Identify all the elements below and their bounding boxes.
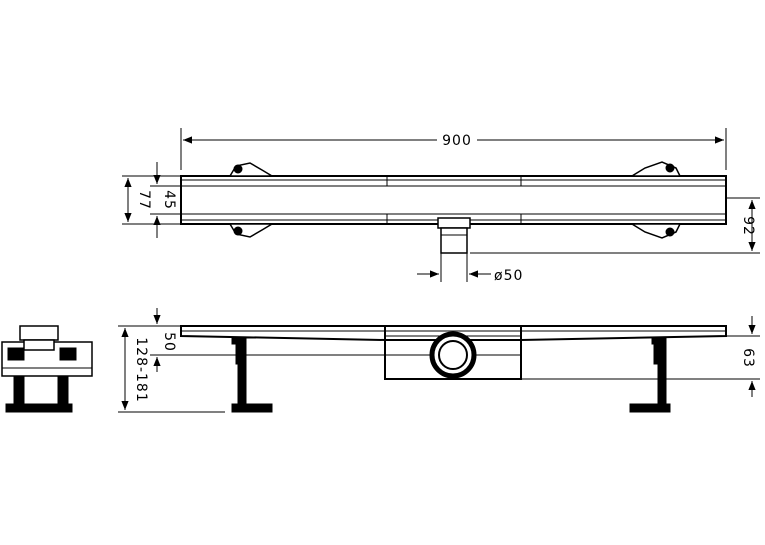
height-range-label: 128-181 [133,337,149,403]
leveling-foot-right [653,343,667,365]
side-view: 128-181 50 63 [118,308,760,413]
outlet-height-label: 50 [161,332,177,352]
leg-bracket [231,337,247,345]
bracket-bolt [665,227,675,237]
depth-label: 92 [740,216,756,236]
outlet-body [384,325,522,380]
foot-base-right [629,403,671,413]
outlet-collar [437,217,471,229]
leveling-screw-right [657,363,667,405]
dim-label-bg [437,130,477,148]
end-view-bracket [59,347,77,361]
end-view-bracket [7,347,25,361]
leg-bracket [651,337,667,345]
length-dimension-label: 900 [442,133,472,149]
drain-channel-outline [180,175,727,225]
frame-height-label: 63 [740,348,756,368]
end-view [1,325,93,413]
height-outer-label: 77 [136,190,152,210]
foot-base-left [231,403,273,413]
height-inner-label: 45 [161,190,177,210]
outlet-pipe-inner [438,340,468,370]
outlet-pipe [440,227,468,254]
bracket-bolt [233,226,243,236]
bracket-bolt [233,164,243,174]
end-view-screw-right [57,375,69,405]
end-view-top [19,325,59,341]
top-view: 900 77 45 [122,128,760,284]
end-view-foot [5,403,73,413]
end-view-channel [23,339,55,351]
outlet-diameter-label: ø50 [494,268,523,284]
bracket-bolt [665,163,675,173]
leveling-screw-left [237,363,247,405]
end-view-screw-left [13,375,25,405]
leveling-foot-left [235,343,247,365]
